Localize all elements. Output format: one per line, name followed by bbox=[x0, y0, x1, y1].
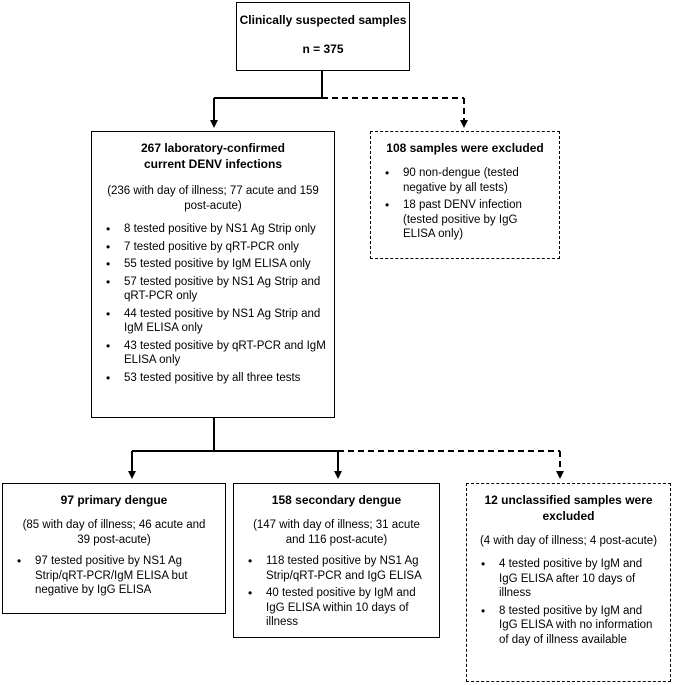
unclassified-samples-box: 12 unclassified samples were excluded (4… bbox=[466, 483, 671, 682]
list-item: 55 tested positive by IgM ELISA only bbox=[100, 257, 326, 272]
confirmed-title-line2: current DENV infections bbox=[143, 157, 283, 171]
confirmed-title-line1: 267 laboratory-confirmed bbox=[140, 141, 286, 155]
list-item: 43 tested positive by qRT-PCR and IgM EL… bbox=[100, 339, 326, 368]
secondary-title: 158 secondary dengue bbox=[271, 493, 402, 507]
clinically-suspected-title: Clinically suspected samples bbox=[239, 13, 407, 27]
list-item: 8 tested positive by IgM and IgG ELISA w… bbox=[475, 604, 662, 648]
excluded-list: 90 non-dengue (tested negative by all te… bbox=[379, 166, 551, 242]
secondary-list: 118 tested positive by NS1 Ag Strip/qRT-… bbox=[242, 554, 431, 630]
list-item: 4 tested positive by IgM and IgG ELISA a… bbox=[475, 557, 662, 601]
primary-list: 97 tested positive by NS1 Ag Strip/qRT-P… bbox=[11, 554, 217, 598]
primary-title: 97 primary dengue bbox=[60, 493, 168, 507]
list-item: 57 tested positive by NS1 Ag Strip and q… bbox=[100, 275, 326, 304]
list-item: 8 tested positive by NS1 Ag Strip only bbox=[100, 222, 326, 237]
confirmed-subtitle: (236 with day of illness; 77 acute and 1… bbox=[107, 185, 319, 212]
list-item: 7 tested positive by qRT-PCR only bbox=[100, 240, 326, 255]
primary-dengue-box: 97 primary dengue (85 with day of illnes… bbox=[2, 483, 226, 614]
secondary-dengue-box: 158 secondary dengue (147 with day of il… bbox=[233, 483, 440, 638]
list-item: 118 tested positive by NS1 Ag Strip/qRT-… bbox=[242, 554, 431, 583]
primary-subtitle: (85 with day of illness; 46 acute and 39… bbox=[22, 519, 206, 546]
unclassified-title: 12 unclassified samples were excluded bbox=[484, 493, 653, 523]
confirmed-test-list: 8 tested positive by NS1 Ag Strip only 7… bbox=[100, 222, 326, 385]
list-item: 90 non-dengue (tested negative by all te… bbox=[379, 166, 551, 195]
clinically-suspected-box: Clinically suspected samples n = 375 bbox=[236, 2, 410, 71]
list-item: 18 past DENV infection (tested positive … bbox=[379, 198, 551, 242]
excluded-samples-box: 108 samples were excluded 90 non-dengue … bbox=[370, 131, 560, 259]
list-item: 97 tested positive by NS1 Ag Strip/qRT-P… bbox=[11, 554, 217, 598]
list-item: 40 tested positive by IgM and IgG ELISA … bbox=[242, 586, 431, 630]
confirmed-infections-box: 267 laboratory-confirmed current DENV in… bbox=[91, 131, 335, 418]
unclassified-list: 4 tested positive by IgM and IgG ELISA a… bbox=[475, 557, 662, 647]
list-item: 44 tested positive by NS1 Ag Strip and I… bbox=[100, 307, 326, 336]
sample-count: n = 375 bbox=[302, 42, 344, 56]
unclassified-subtitle: (4 with day of illness; 4 post-acute) bbox=[479, 535, 658, 547]
secondary-subtitle: (147 with day of illness; 31 acute and 1… bbox=[253, 519, 420, 546]
list-item: 53 tested positive by all three tests bbox=[100, 371, 326, 386]
excluded-title: 108 samples were excluded bbox=[386, 141, 544, 155]
